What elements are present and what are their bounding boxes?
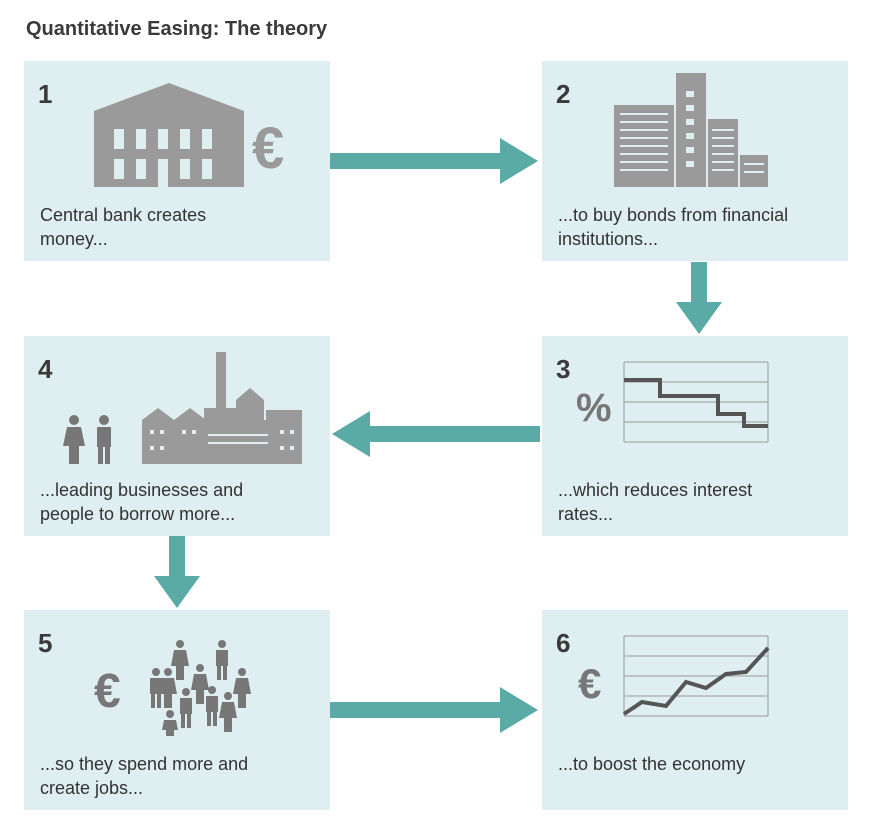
step-2-box: 2 ...to buy bonds from financial institu…: [542, 61, 848, 261]
arrow-4-to-5: [154, 536, 200, 608]
step-number: 6: [556, 628, 571, 658]
step-5-box: 5 € ...so they spend more and create job…: [24, 610, 330, 810]
step-number: 2: [556, 79, 571, 109]
step-number: 3: [556, 354, 571, 384]
arrow-2-to-3: [676, 262, 722, 334]
step-number: 5: [38, 628, 53, 658]
person-pair-icon: [63, 415, 111, 464]
arrow-3-to-4: [332, 411, 540, 457]
falling-rate-chart-icon: [623, 361, 769, 443]
step-caption: Central bank creates money...: [40, 205, 207, 249]
step-caption: ...to buy bonds from financial instituti…: [558, 205, 789, 249]
arrow-5-to-6: [330, 687, 538, 733]
step-3-box: 3 % ...which reduces interest rates...: [542, 336, 848, 536]
step-4-box: 4 ...leading busin: [24, 336, 330, 536]
step-caption: ...to boost the economy: [558, 754, 746, 774]
euro-icon: €: [578, 660, 602, 707]
crowd-icon: [150, 640, 251, 736]
percent-icon: %: [576, 386, 612, 430]
step-number: 1: [38, 79, 53, 109]
office-buildings-icon: [614, 73, 768, 187]
central-bank-euro-icon: [94, 83, 244, 187]
step-number: 4: [38, 354, 53, 384]
step-1-box: 1 € Central bank creates money...: [24, 61, 330, 261]
step-caption: ...so they spend more and create jobs...: [40, 754, 249, 798]
step-caption: ...which reduces interest rates...: [558, 480, 753, 524]
step-6-box: 6 € ...to boost the economy: [542, 610, 848, 810]
diagram-title: Quantitative Easing: The theory: [26, 18, 328, 40]
euro-icon: €: [94, 665, 121, 718]
arrow-1-to-2: [330, 138, 538, 184]
rising-growth-chart-icon: [622, 635, 770, 717]
step-caption: ...leading businesses and people to borr…: [40, 480, 244, 524]
factory-icon: [142, 352, 302, 464]
euro-icon: €: [252, 116, 285, 181]
